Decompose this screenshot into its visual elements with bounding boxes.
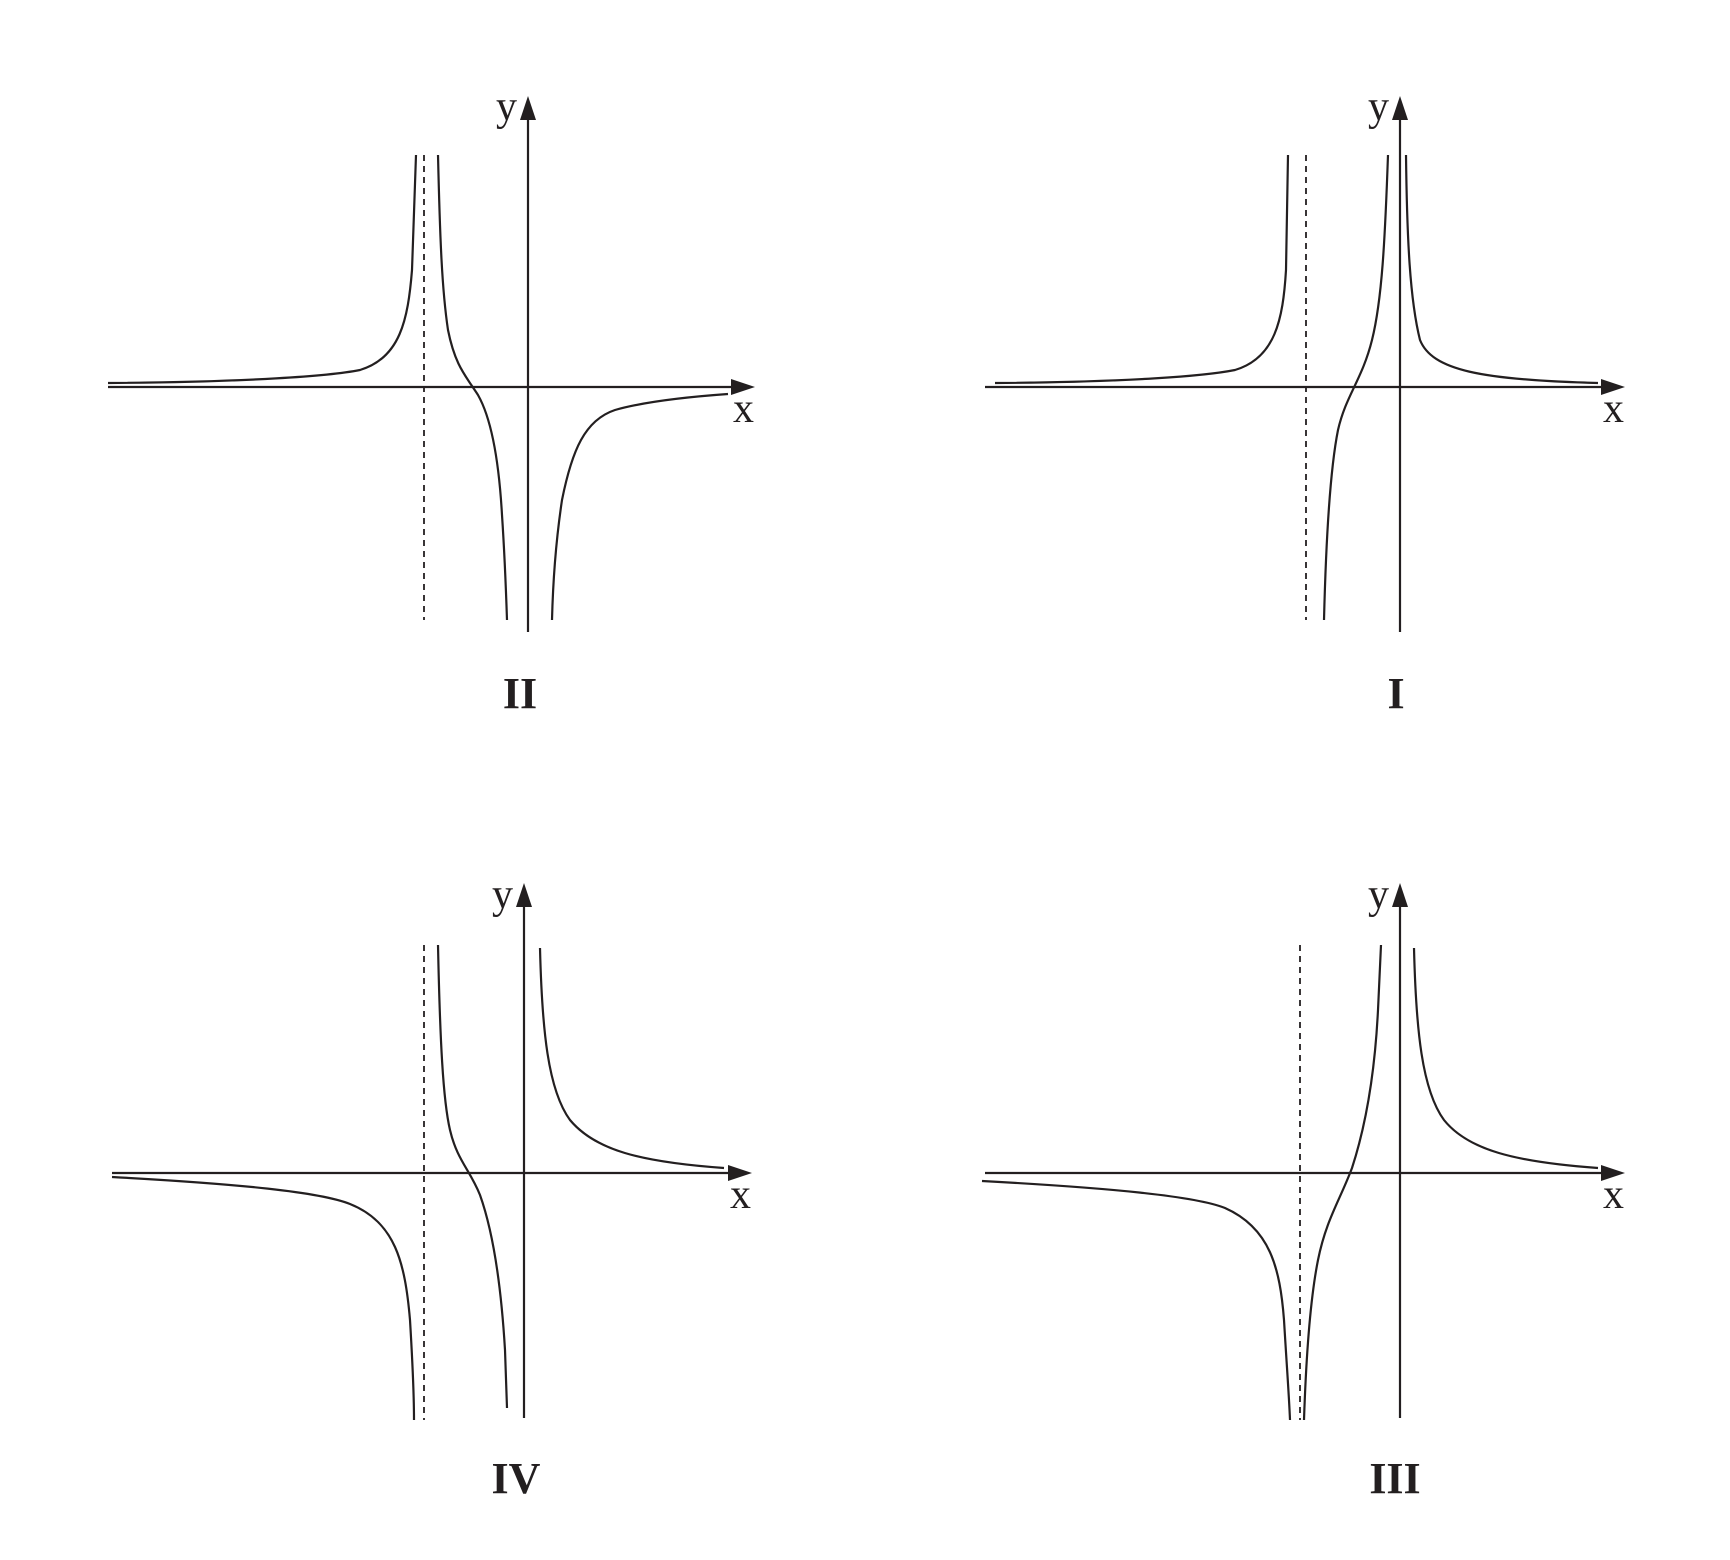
panel-i-curve-left-branch — [994, 154, 1290, 385]
panel-i-y-label: y — [1368, 84, 1389, 130]
panel-iv-y-arrowhead — [516, 883, 532, 907]
panel-iii-curve-right-branch — [1412, 947, 1599, 1170]
panel-i-curve-right-branch — [1404, 154, 1599, 385]
panel-i-curve-middle-branch — [1322, 154, 1390, 621]
panel-iv-label: IV — [492, 1454, 541, 1503]
panel-i-x-arrowhead — [1601, 379, 1625, 395]
panel-i-x-label: x — [1603, 386, 1624, 432]
panel-iv-curve-middle-branch — [436, 944, 509, 1409]
panel-i-y-arrowhead — [1392, 96, 1408, 120]
panel-iii-y-arrowhead — [1392, 883, 1408, 907]
panel-iv-x-arrowhead — [728, 1165, 752, 1181]
panel-ii-curve-middle-branch — [436, 154, 509, 621]
panel-ii-curve-left-branch — [107, 154, 418, 385]
panel-ii-x-arrowhead — [731, 379, 755, 395]
panel-ii-y-arrowhead — [520, 96, 536, 120]
panel-iv-x-label: x — [730, 1172, 751, 1218]
panel-iv: y x IV — [111, 872, 752, 1503]
panel-iv-curve-left-branch — [111, 1175, 416, 1421]
panel-iv-curve-right-branch — [538, 947, 725, 1170]
panel-iii: y x III — [981, 872, 1625, 1503]
panel-ii-x-label: x — [733, 386, 754, 432]
panel-i: y x I — [985, 84, 1625, 718]
panel-iii-x-label: x — [1603, 1172, 1624, 1218]
panel-iii-curve-middle-branch — [1302, 944, 1383, 1421]
panel-iv-y-label: y — [492, 872, 513, 918]
panel-ii-curve-right-branch — [550, 392, 729, 621]
panel-iii-curve-left-branch — [981, 1179, 1292, 1421]
panel-iii-x-arrowhead — [1601, 1165, 1625, 1181]
panel-i-label: I — [1387, 669, 1404, 718]
panel-iii-y-label: y — [1368, 872, 1389, 918]
panel-ii-label: II — [503, 669, 537, 718]
panel-ii-y-label: y — [496, 84, 517, 130]
panel-ii: y x II — [107, 84, 755, 718]
panel-iii-label: III — [1369, 1454, 1420, 1503]
